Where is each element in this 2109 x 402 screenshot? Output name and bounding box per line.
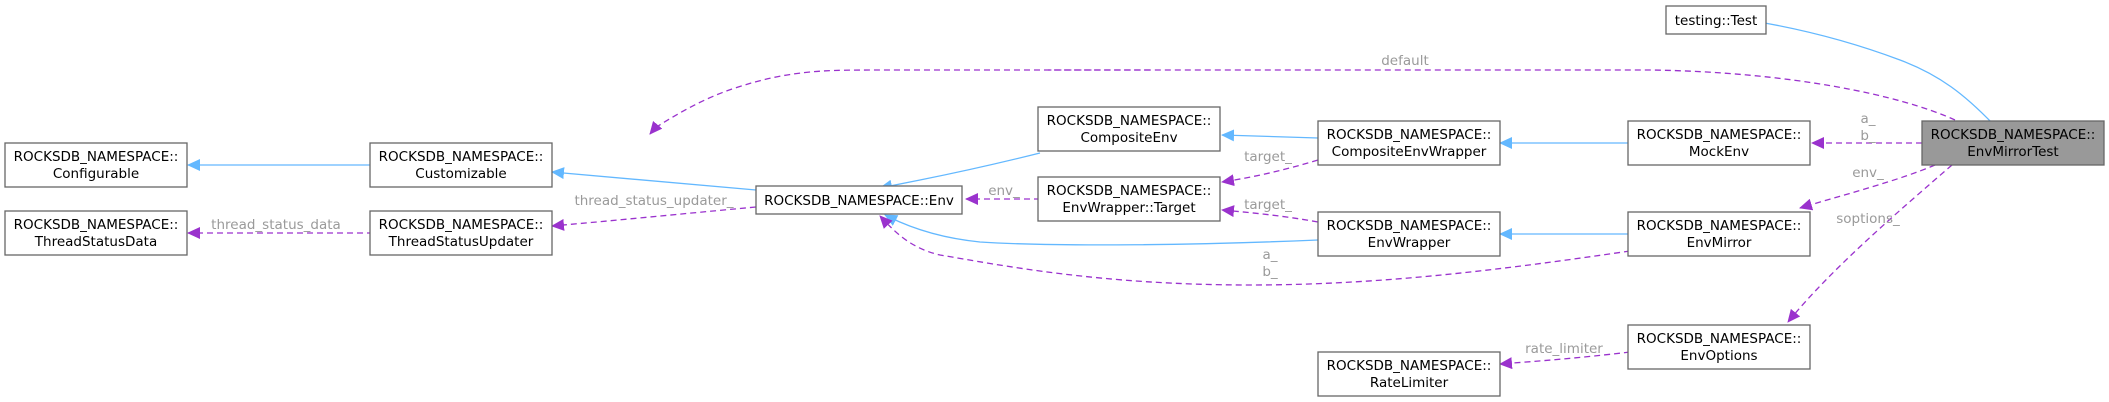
edge-compositeenvwrapper-to-target — [1221, 159, 1319, 187]
node-label: ROCKSDB_NAMESPACE:: — [1637, 218, 1802, 234]
node-label: MockEnv — [1689, 144, 1749, 160]
edges — [187, 15, 1994, 370]
label-env-test: env_ — [1852, 165, 1884, 181]
node-threadstatusdata[interactable]: ROCKSDB_NAMESPACE:: ThreadStatusData — [4, 210, 188, 256]
node-threadstatusupdater[interactable]: ROCKSDB_NAMESPACE:: ThreadStatusUpdater — [369, 210, 553, 256]
node-label: EnvMirror — [1687, 235, 1752, 251]
label-ab-envmirror-b: b_ — [1262, 264, 1278, 280]
node-label: ROCKSDB_NAMESPACE::Env — [764, 193, 954, 209]
node-label: ROCKSDB_NAMESPACE:: — [1047, 113, 1212, 129]
nodes: testing::Test ROCKSDB_NAMESPACE:: Config… — [4, 5, 2105, 397]
edge-envwrapper-to-env — [884, 214, 1319, 246]
node-compositeenvwrapper[interactable]: ROCKSDB_NAMESPACE:: CompositeEnvWrapper — [1317, 120, 1501, 166]
node-label: ROCKSDB_NAMESPACE:: — [379, 149, 544, 165]
node-label: ROCKSDB_NAMESPACE:: — [1931, 127, 2096, 143]
node-testing-test[interactable]: testing::Test — [1665, 5, 1767, 35]
node-label: Customizable — [415, 166, 506, 182]
edge-env-to-customizable — [551, 167, 757, 191]
node-envoptions[interactable]: ROCKSDB_NAMESPACE:: EnvOptions — [1627, 324, 1811, 370]
label-target-wrapper: target_ — [1244, 197, 1292, 213]
node-label: EnvWrapper::Target — [1062, 200, 1195, 216]
node-label: ThreadStatusUpdater — [388, 234, 534, 250]
node-envwrapper[interactable]: ROCKSDB_NAMESPACE:: EnvWrapper — [1317, 211, 1501, 257]
node-label: EnvWrapper — [1368, 235, 1451, 251]
node-label: ROCKSDB_NAMESPACE:: — [14, 149, 179, 165]
node-mockenv[interactable]: ROCKSDB_NAMESPACE:: MockEnv — [1627, 120, 1811, 166]
node-label: RateLimiter — [1370, 375, 1449, 391]
node-label: testing::Test — [1675, 13, 1757, 29]
edge-envmirror-to-env — [879, 215, 1631, 286]
edge-env-to-threadstatusupdater — [551, 206, 757, 231]
label-env: env_ — [988, 183, 1020, 199]
node-label: EnvOptions — [1680, 348, 1757, 364]
edge-envmirrortest-to-envmirror — [1799, 164, 1936, 211]
node-compositeenv[interactable]: ROCKSDB_NAMESPACE:: CompositeEnv — [1037, 106, 1221, 152]
node-label: ROCKSDB_NAMESPACE:: — [1637, 127, 1802, 143]
edge-compositeenvwrapper-to-compositeenv — [1221, 129, 1319, 142]
node-label: ROCKSDB_NAMESPACE:: — [1327, 218, 1492, 234]
node-label: Configurable — [53, 166, 139, 182]
node-envmirror[interactable]: ROCKSDB_NAMESPACE:: EnvMirror — [1627, 211, 1811, 257]
node-label: EnvMirrorTest — [1967, 144, 2058, 160]
node-label: ROCKSDB_NAMESPACE:: — [1327, 358, 1492, 374]
node-label: CompositeEnv — [1080, 130, 1177, 146]
node-envwrapper-target[interactable]: ROCKSDB_NAMESPACE:: EnvWrapper::Target — [1037, 176, 1221, 222]
node-label: ROCKSDB_NAMESPACE:: — [379, 217, 544, 233]
label-rate-limiter: rate_limiter — [1525, 341, 1603, 357]
label-default: default — [1381, 53, 1429, 69]
label-ab-mockenv-b: b_ — [1860, 128, 1876, 144]
edge-envmirrortest-to-testing-test — [1746, 15, 1994, 125]
node-ratelimiter[interactable]: ROCKSDB_NAMESPACE:: RateLimiter — [1317, 351, 1501, 397]
edge-labels: default thread_status_data thread_status… — [211, 53, 1900, 357]
node-label: CompositeEnvWrapper — [1332, 144, 1487, 160]
node-env[interactable]: ROCKSDB_NAMESPACE::Env — [755, 185, 963, 215]
edge-envmirrortest-to-envoptions — [1787, 164, 1953, 323]
label-ab-envmirror-a: a_ — [1262, 247, 1277, 263]
node-configurable[interactable]: ROCKSDB_NAMESPACE:: Configurable — [4, 142, 188, 188]
node-label: ROCKSDB_NAMESPACE:: — [14, 217, 179, 233]
label-thread-status-data: thread_status_data — [211, 217, 341, 233]
node-label: ThreadStatusData — [34, 234, 157, 250]
label-thread-status-updater: thread_status_updater_ — [574, 193, 733, 209]
label-ab-mockenv-a: a_ — [1860, 111, 1875, 127]
label-soptions: soptions_ — [1836, 211, 1900, 227]
node-envmirrortest[interactable]: ROCKSDB_NAMESPACE:: EnvMirrorTest — [1921, 120, 2105, 166]
node-label: ROCKSDB_NAMESPACE:: — [1637, 331, 1802, 347]
label-target-composite: target_ — [1244, 149, 1292, 165]
node-label: ROCKSDB_NAMESPACE:: — [1327, 127, 1492, 143]
node-customizable[interactable]: ROCKSDB_NAMESPACE:: Customizable — [369, 142, 553, 188]
node-label: ROCKSDB_NAMESPACE:: — [1047, 183, 1212, 199]
